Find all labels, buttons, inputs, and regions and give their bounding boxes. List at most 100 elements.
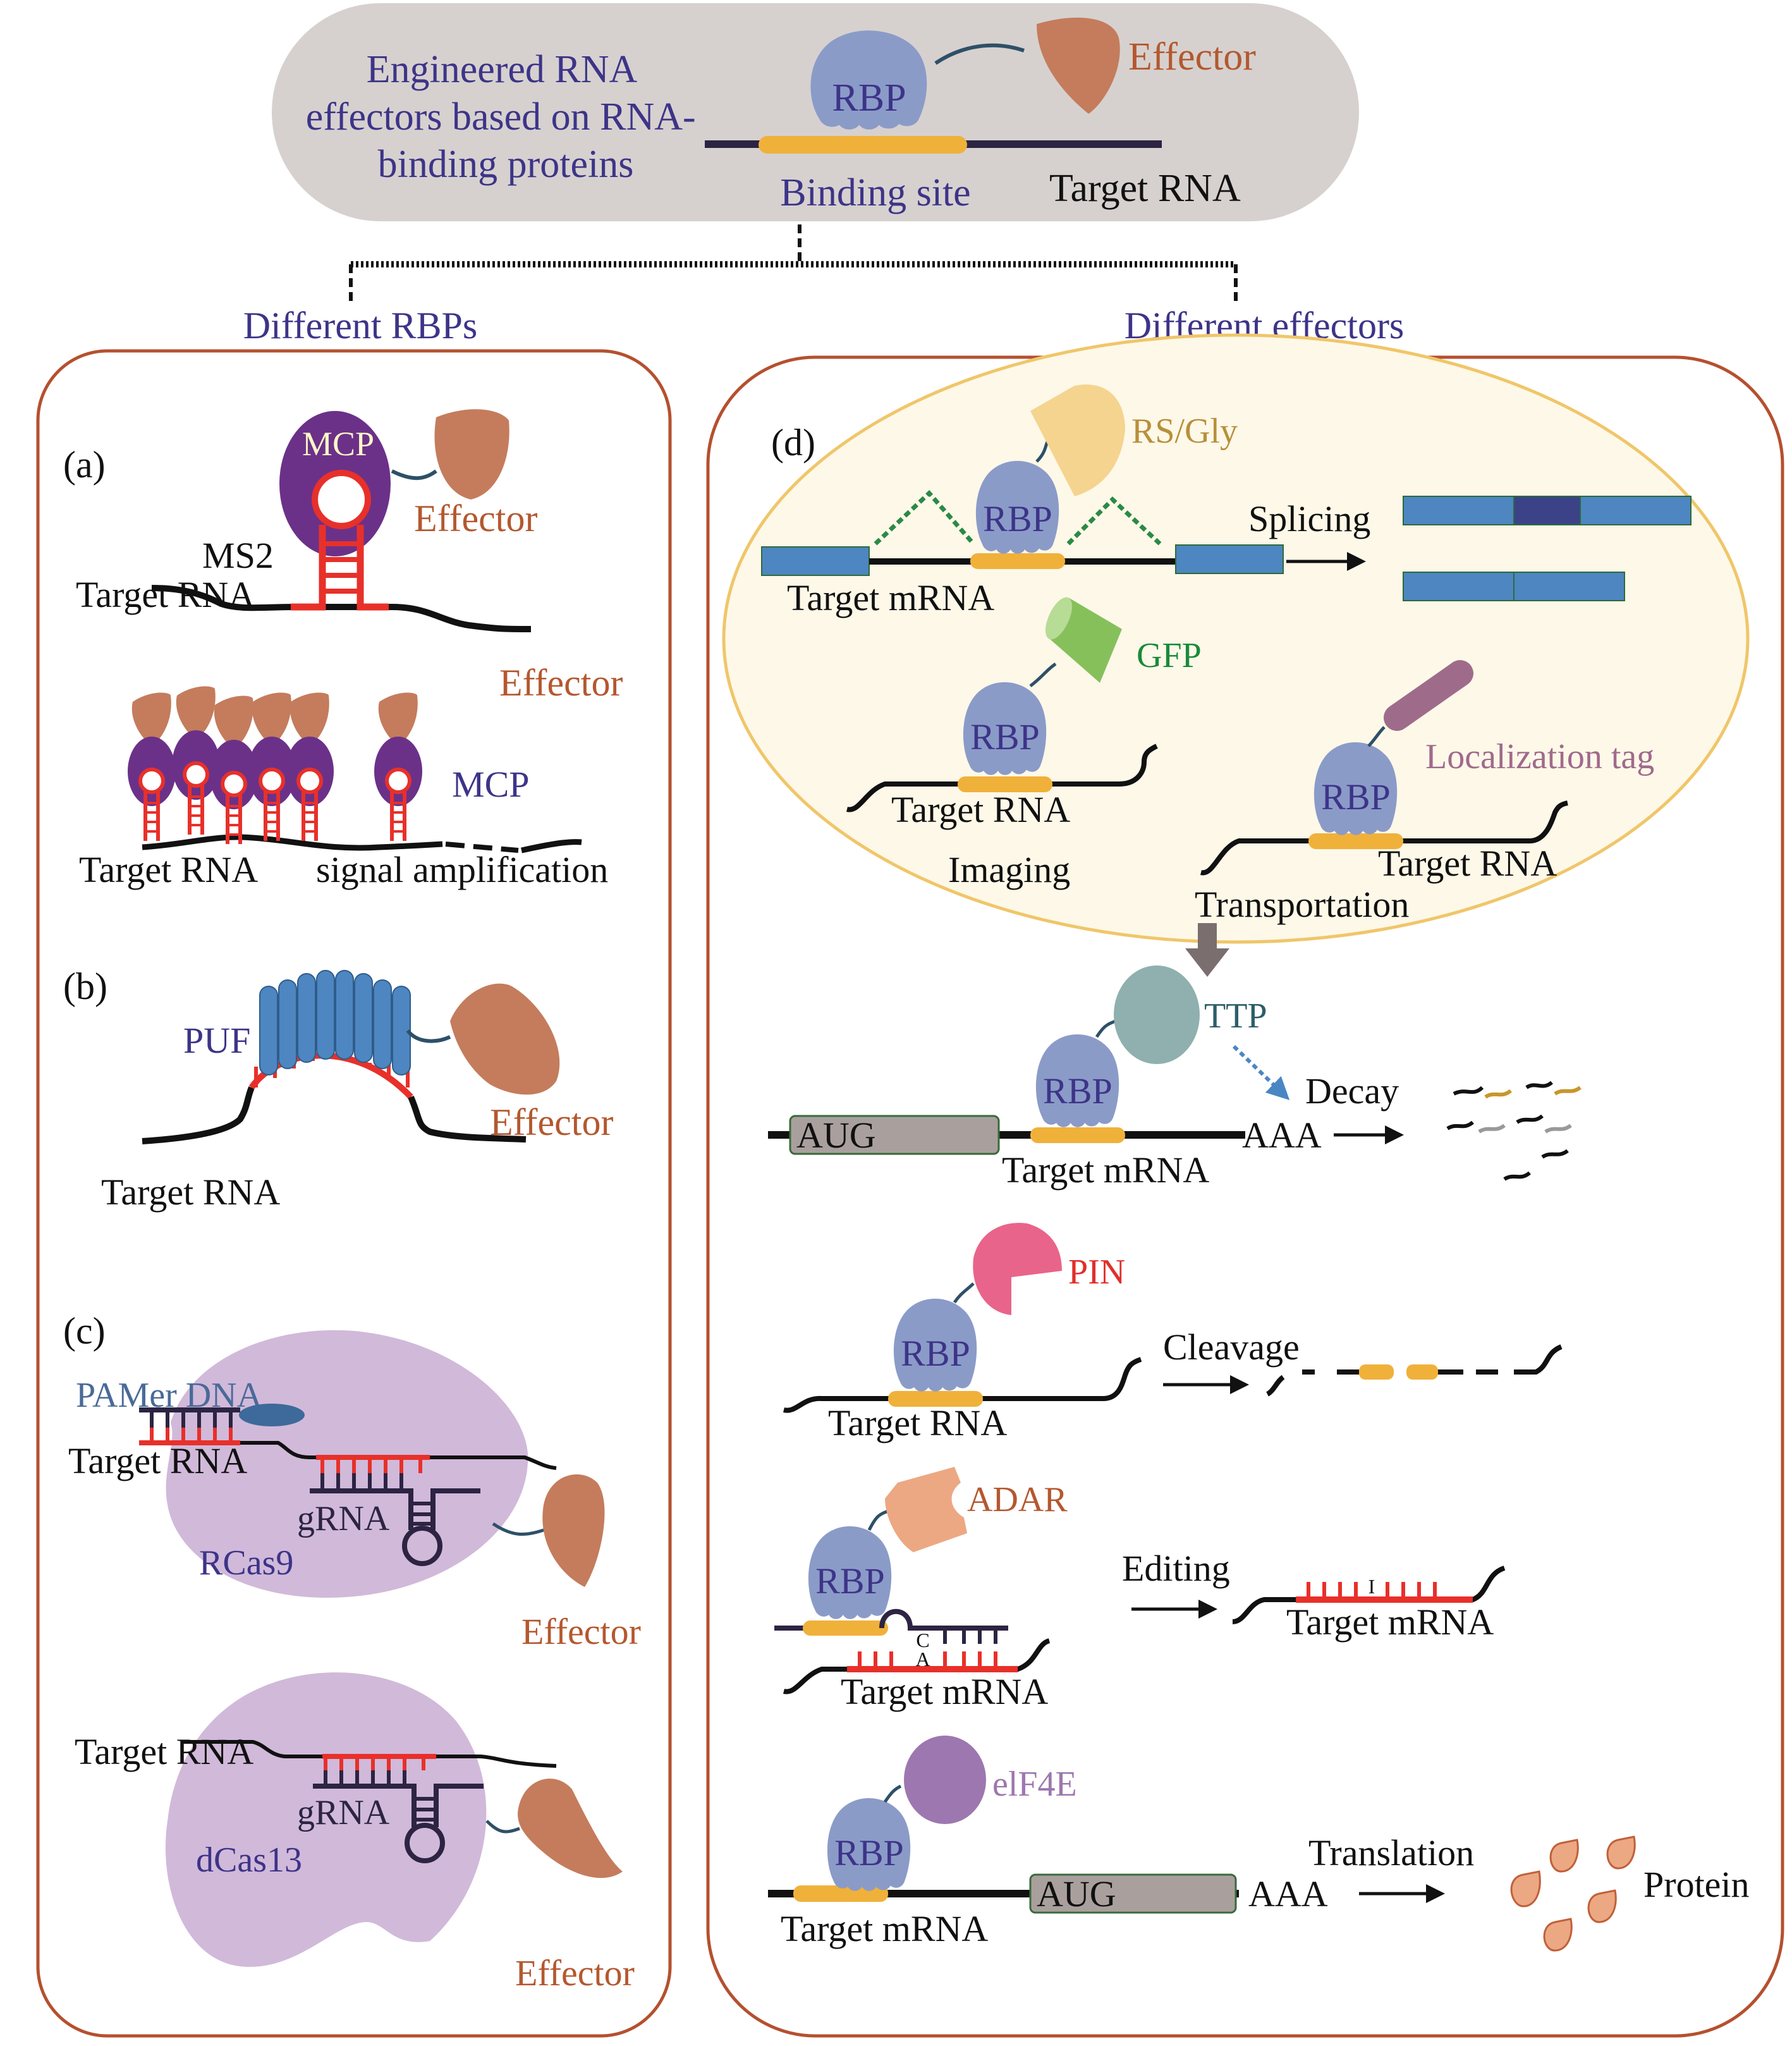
localization-tag-shape bbox=[1384, 660, 1473, 731]
target-rna-label: Target RNA bbox=[891, 789, 1070, 830]
amp-effector-label: Effector bbox=[499, 662, 623, 704]
ms2-loop bbox=[312, 470, 371, 529]
cleavage-label: Cleavage bbox=[1163, 1326, 1300, 1368]
adar-shape bbox=[885, 1467, 967, 1552]
effector-shape bbox=[450, 983, 560, 1095]
rbp-label: RBP bbox=[815, 1560, 885, 1602]
amp-mcp-label: MCP bbox=[452, 764, 530, 805]
panel-a-amplification: Effector MCP Target RNA signal amplifica… bbox=[79, 662, 623, 890]
puf-repeat bbox=[278, 979, 297, 1069]
rbp-label: RBP bbox=[970, 716, 1040, 757]
rbp-label: RBP bbox=[834, 1832, 904, 1873]
pin-label: PIN bbox=[1068, 1253, 1125, 1292]
target-rna-label: Target RNA bbox=[76, 574, 255, 615]
exon bbox=[761, 546, 870, 576]
d-imaging: RBP GFP Target RNA Imaging bbox=[846, 597, 1202, 890]
branch-label-rbps: Different RBPs bbox=[243, 305, 478, 346]
mcp-effector-unit bbox=[248, 692, 296, 841]
aug-box bbox=[1029, 1873, 1237, 1914]
transportation-label: Transportation bbox=[1195, 884, 1409, 925]
panel-b: (b) PUF Effector Target RNA bbox=[63, 965, 613, 1213]
ttp-label: TTP bbox=[1204, 996, 1267, 1036]
puf-label: PUF bbox=[183, 1020, 250, 1061]
linker bbox=[934, 43, 1025, 65]
dcas13-body bbox=[165, 1672, 487, 1967]
mcp-label: MCP bbox=[302, 425, 374, 463]
binding-site-mark bbox=[970, 553, 1065, 569]
target-rna-label: Target RNA bbox=[1049, 167, 1241, 210]
puf-repeat bbox=[354, 973, 373, 1063]
effector-label: Effector bbox=[521, 1611, 641, 1652]
effector-shape bbox=[1037, 17, 1120, 114]
mcp-effector-unit bbox=[172, 686, 220, 835]
editing-label: Editing bbox=[1122, 1548, 1230, 1589]
panel-a-tag: (a) bbox=[63, 444, 106, 486]
d-splicing: RBP RS/Gly Splicing Target mRNA bbox=[761, 384, 1691, 618]
header-title: Engineered RNA effectors based on RNA- b… bbox=[306, 48, 705, 186]
dcas13-label: dCas13 bbox=[196, 1841, 302, 1880]
effector-shape bbox=[542, 1474, 605, 1587]
ms2-label: MS2 bbox=[202, 535, 274, 576]
d-editing: C A RBP ADAR Editing I Target mRNA Targe… bbox=[774, 1467, 1506, 1712]
pin-shape bbox=[973, 1223, 1062, 1315]
ttp-shape bbox=[1114, 965, 1200, 1064]
grna-label: gRNA bbox=[297, 1793, 390, 1832]
target-mrna-edited-label: Target mRNA bbox=[1286, 1602, 1494, 1643]
aug-box bbox=[789, 1115, 1000, 1155]
decay-label: Decay bbox=[1305, 1070, 1399, 1112]
base-c-label: C bbox=[916, 1629, 929, 1651]
rbp-label: RBP bbox=[901, 1333, 970, 1374]
target-rna-label: Target RNA bbox=[68, 1440, 247, 1481]
rbp-label: RBP bbox=[832, 77, 906, 119]
target-mrna-label: Target mRNA bbox=[1002, 1149, 1209, 1191]
mcp-effector-unit bbox=[210, 695, 258, 844]
puf-repeat bbox=[316, 970, 335, 1060]
binding-site-mark bbox=[759, 136, 967, 154]
splice-junctions bbox=[874, 489, 1162, 546]
rna-fragments bbox=[1446, 1081, 1582, 1181]
polya-label: AAA bbox=[1242, 1115, 1322, 1156]
puf-repeat bbox=[373, 979, 392, 1069]
header-overview: Engineered RNA effectors based on RNA- b… bbox=[272, 3, 1359, 221]
d-translation: RBP elF4E AUG AAA Translation Protein Ta… bbox=[768, 1736, 1750, 1952]
pamer-shape bbox=[239, 1404, 305, 1426]
effector-label: Effector bbox=[414, 498, 537, 539]
base-i-label: I bbox=[1368, 1575, 1375, 1598]
d-decay: AUG RBP TTP Decay AAA Target mRNA bbox=[768, 965, 1582, 1191]
panel-c-dcas13: Target RNA gRNA dCas13 Effector bbox=[75, 1672, 635, 1994]
binding-site-label: Binding site bbox=[780, 171, 970, 214]
puf-repeat bbox=[392, 986, 411, 1075]
aug-label: AUG bbox=[1037, 1873, 1116, 1914]
grna-label: gRNA bbox=[297, 1499, 390, 1538]
target-rna-label: Target RNA bbox=[75, 1731, 253, 1772]
target-rna-label: Target RNA bbox=[1378, 843, 1557, 884]
d-cleavage: RBP PIN Cleavage Target RNA bbox=[783, 1223, 1563, 1443]
rbp-label: RBP bbox=[1321, 776, 1391, 818]
target-mrna-label: Target mRNA bbox=[841, 1671, 1048, 1712]
puf-repeat bbox=[335, 970, 354, 1060]
gfp-label: GFP bbox=[1137, 636, 1202, 675]
panel-c-tag: (c) bbox=[63, 1310, 106, 1352]
puf-repeat bbox=[297, 973, 316, 1063]
rcas9-body bbox=[166, 1330, 528, 1598]
target-rna-label: Target RNA bbox=[828, 1402, 1007, 1443]
base-a-label: A bbox=[915, 1648, 930, 1670]
protein-products bbox=[1510, 1835, 1636, 1952]
target-rna-label: Target RNA bbox=[101, 1172, 280, 1213]
effector-shape bbox=[518, 1779, 623, 1878]
panel-a-single: (a) MCP Effector MS2 Target RNA bbox=[63, 409, 537, 632]
d-transportation: RBP Localization tag Target RNA Transpor… bbox=[1195, 660, 1654, 925]
polya-label: AAA bbox=[1248, 1873, 1328, 1914]
protein-label: Protein bbox=[1643, 1864, 1750, 1905]
rs-gly-shape bbox=[1030, 384, 1125, 496]
localization-tag-label: Localization tag bbox=[1425, 737, 1654, 776]
rbp-label: RBP bbox=[1043, 1070, 1112, 1112]
amp-signal-label: signal amplification bbox=[316, 849, 608, 890]
target-mrna-label: Target mRNA bbox=[787, 577, 994, 618]
aug-label: AUG bbox=[796, 1115, 876, 1156]
panel-b-tag: (b) bbox=[63, 965, 107, 1007]
eif4e-shape bbox=[904, 1736, 986, 1824]
effector-label: Effector bbox=[1128, 35, 1256, 78]
flow-down-arrow bbox=[1185, 923, 1229, 977]
